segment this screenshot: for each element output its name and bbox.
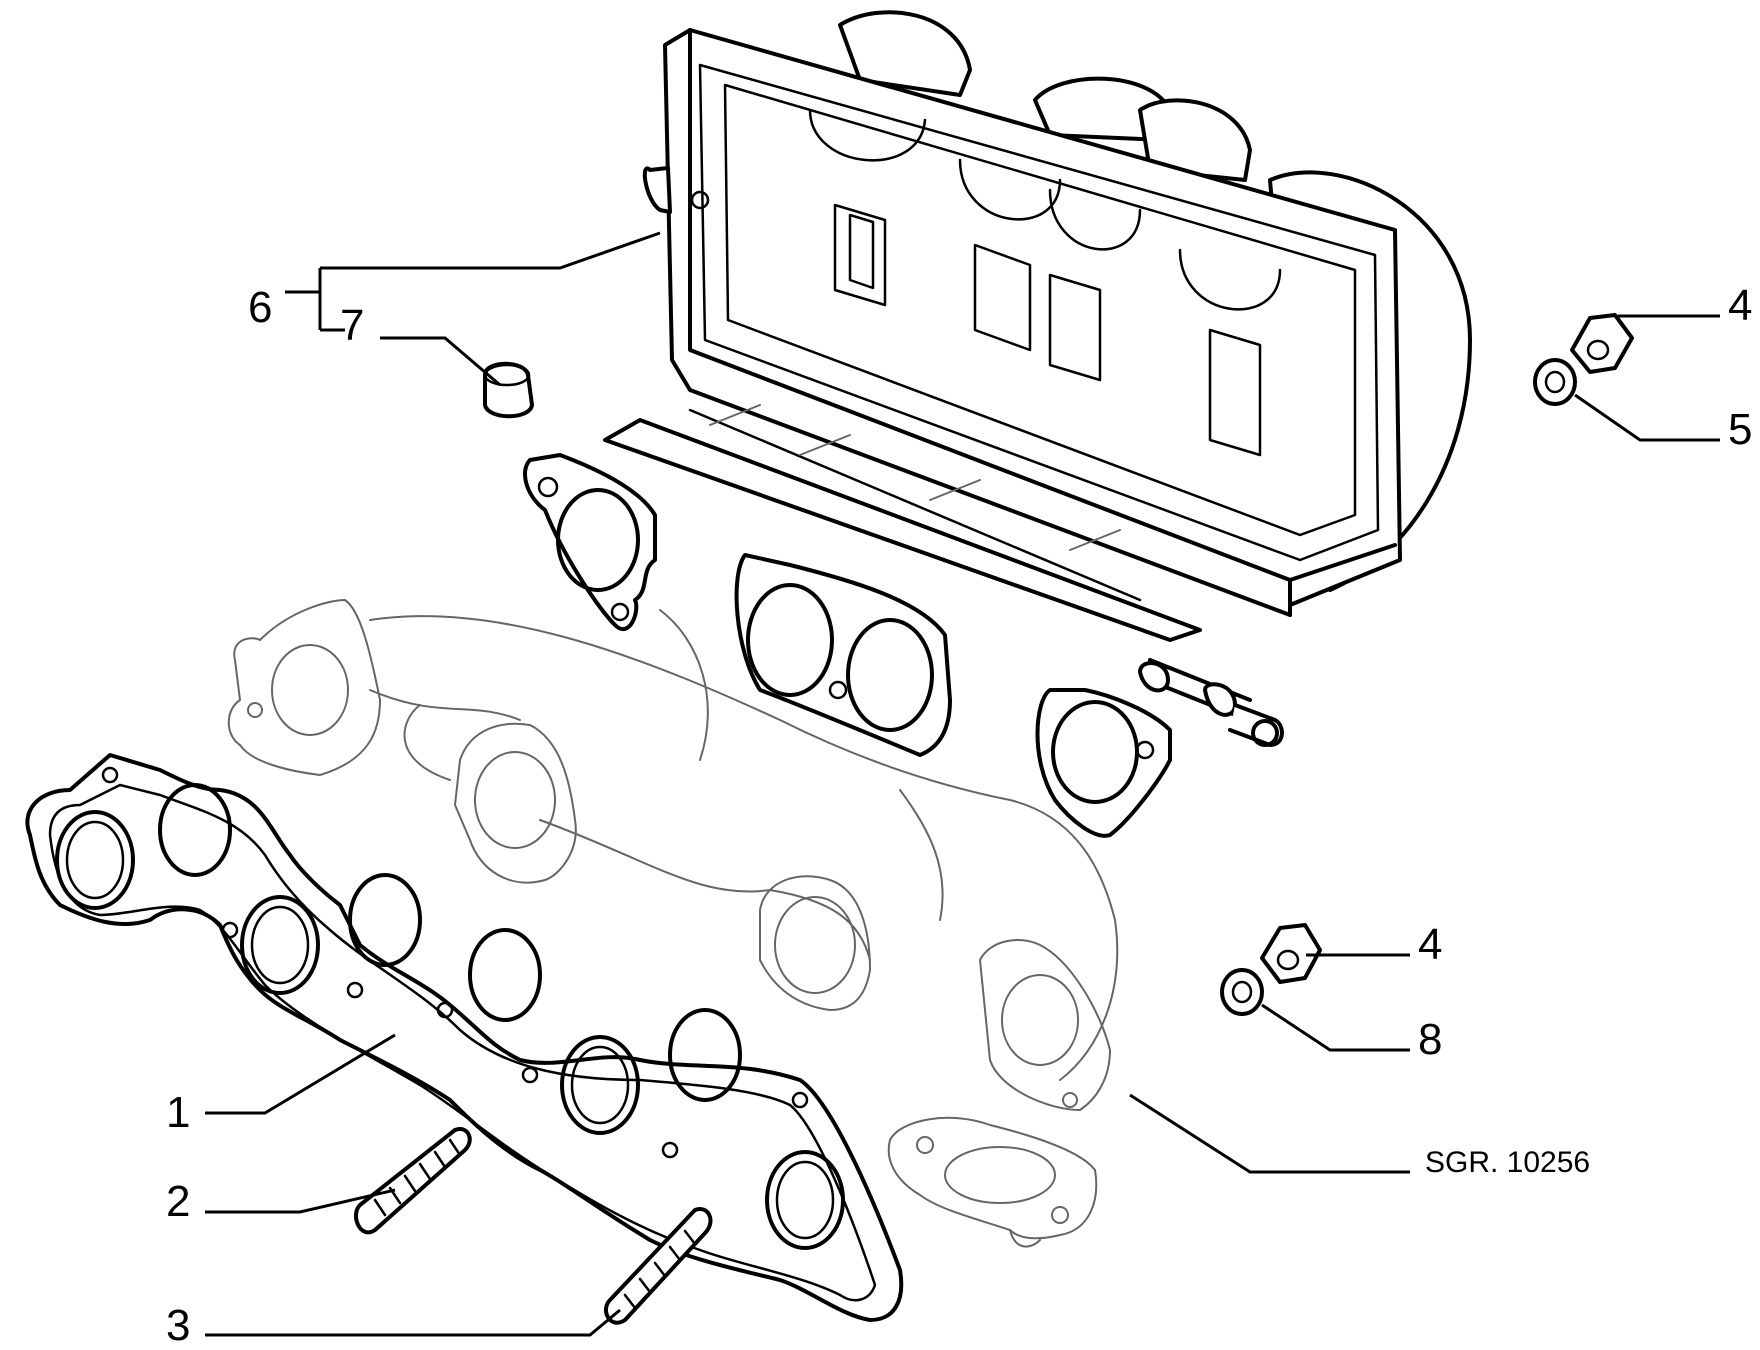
callout-5: 5 [1728,405,1752,454]
plug-7 [483,361,534,419]
reference-code: SGR. 10256 [1425,1146,1590,1179]
nut-4-upper [1570,313,1634,374]
callout-4-upper: 4 [1728,281,1752,330]
exhaust-gasket [25,753,904,1322]
callout-2: 2 [166,1177,190,1226]
nut-4-lower [1260,923,1322,984]
leader-lines [205,231,1720,1337]
callout-4-lower: 4 [1418,920,1442,969]
callout-7: 7 [340,301,364,350]
stud-2 [354,1127,472,1235]
callout-6: 6 [248,283,272,332]
exhaust-manifold [227,599,1119,1248]
stud-3 [604,1207,713,1325]
callout-1: 1 [166,1088,190,1137]
intake-manifold [523,10,1472,838]
washer-8 [1220,968,1264,1016]
runner-pockets [808,108,1282,457]
washer-5 [1533,358,1577,406]
callout-3: 3 [166,1301,190,1345]
callout-8: 8 [1418,1015,1442,1064]
callout-labels: 1 2 3 4 4 5 6 7 8 SGR. 10256 [166,281,1752,1350]
